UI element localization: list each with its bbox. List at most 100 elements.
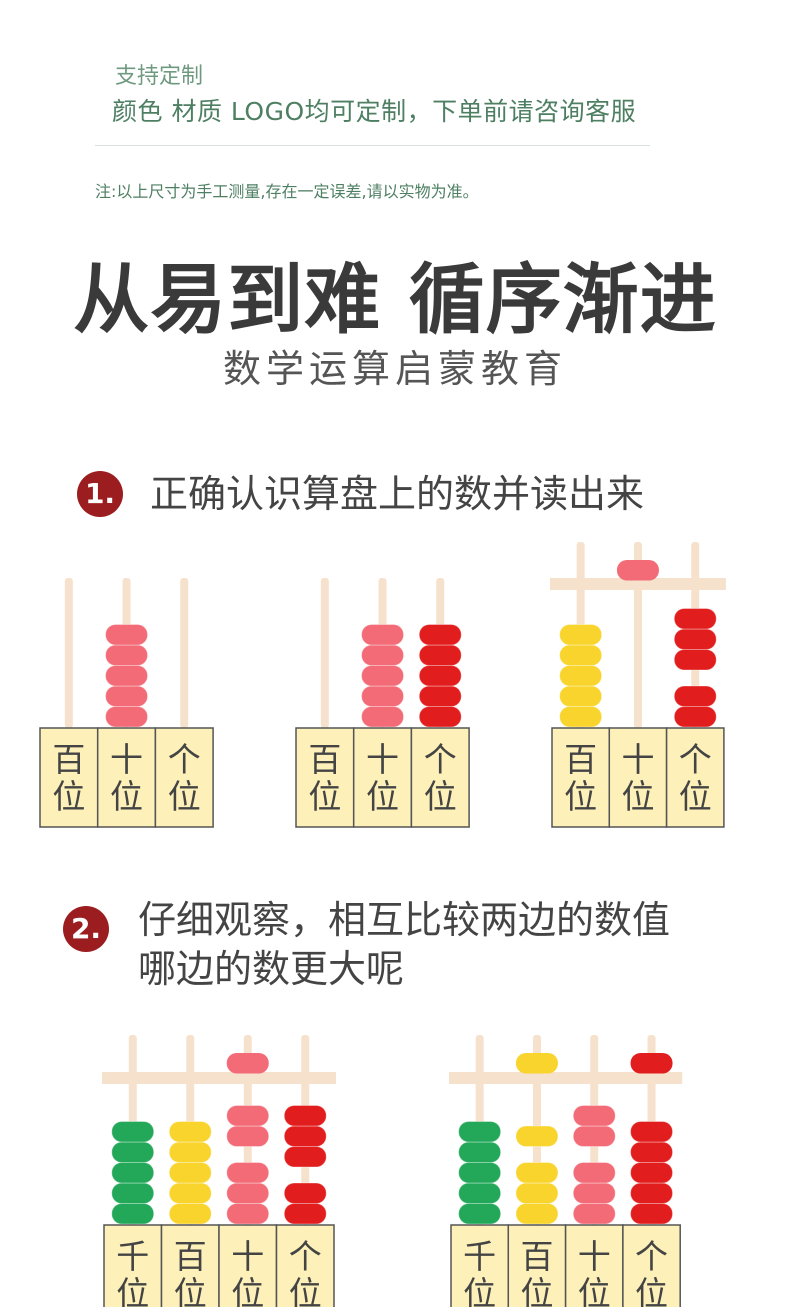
place-label-char: 十: [621, 740, 654, 779]
abacus-bead: [168, 1121, 212, 1143]
place-label-cell: [564, 1224, 624, 1307]
abacus-bead: [458, 1121, 502, 1143]
place-label-char: 十: [231, 1237, 264, 1276]
abacus-bead: [673, 628, 717, 650]
divider: [95, 145, 650, 146]
place-label-char: 千: [463, 1237, 496, 1276]
abacus-bead: [111, 1203, 155, 1225]
abacus-rod: [320, 578, 329, 728]
abacus-bead: [226, 1125, 270, 1147]
place-label-char: 百: [52, 740, 85, 779]
step-1-badge: 1.: [77, 471, 123, 517]
abacus-frame-bar: [102, 1072, 336, 1084]
abacus-bead: [515, 1182, 559, 1204]
abacus-bead: [226, 1053, 269, 1074]
abacus-bead: [283, 1182, 327, 1204]
place-label-char: 十: [578, 1237, 611, 1276]
abacus-bead: [418, 644, 462, 666]
step-2-badge: 2.: [63, 906, 109, 952]
place-label-char: 位: [564, 777, 597, 816]
abacus-bead: [226, 1162, 270, 1184]
place-label-char: 个: [679, 740, 712, 779]
customization-title: 支持定制: [115, 64, 204, 89]
place-label-cell: [551, 727, 611, 828]
place-label-char: 个: [289, 1237, 322, 1276]
place-label-char: 十: [110, 740, 143, 779]
step-1-text: 正确认识算盘上的数并读出来: [150, 472, 645, 516]
abacus-bead: [616, 560, 659, 581]
place-label-cell: [295, 727, 355, 828]
abacus-bead: [105, 685, 149, 707]
place-label-char: 百: [520, 1237, 553, 1276]
abacus-bead: [630, 1053, 673, 1074]
abacus-bead: [361, 644, 405, 666]
abacus-bead: [630, 1182, 674, 1204]
abacus-bead: [572, 1203, 616, 1225]
abacus-bead: [168, 1182, 212, 1204]
abacus-bead: [283, 1203, 327, 1225]
place-label-char: 位: [366, 777, 399, 816]
abacus-bead: [673, 608, 717, 630]
subheadline: 数学运算启蒙教育: [222, 347, 567, 391]
abacus-bead: [559, 706, 603, 728]
abacus-bead: [458, 1182, 502, 1204]
abacus-bead: [559, 665, 603, 687]
place-label-char: 百: [174, 1237, 207, 1276]
abacus-bead: [418, 665, 462, 687]
abacus-bead: [283, 1125, 327, 1147]
abacus-bead: [283, 1105, 327, 1127]
place-label-cell: [622, 1224, 681, 1307]
place-label-char: 百: [308, 740, 341, 779]
abacus-bead: [630, 1141, 674, 1163]
abacus-bead: [361, 706, 405, 728]
place-label-cell: [665, 727, 725, 828]
place-label-char: 千: [116, 1237, 149, 1276]
abacus-bead: [515, 1203, 559, 1225]
place-label-cell: [154, 727, 214, 828]
abacus-bead: [572, 1105, 616, 1127]
abacus-bead: [105, 644, 149, 666]
place-label-char: 位: [308, 777, 341, 816]
abacus-bead: [111, 1121, 155, 1143]
place-label-char: 个: [424, 740, 457, 779]
place-label-cell: [275, 1224, 335, 1307]
abacus-bead: [673, 706, 717, 728]
abacus-bead: [630, 1121, 674, 1143]
abacus-bead: [515, 1162, 559, 1184]
abacus-bead: [515, 1125, 559, 1147]
abacus-bead: [111, 1182, 155, 1204]
place-label-cell: [96, 727, 157, 828]
place-label-char: 位: [621, 777, 654, 816]
place-label-cell: [608, 727, 668, 828]
abacus-bead: [572, 1182, 616, 1204]
place-label-char: 个: [635, 1237, 668, 1276]
measurement-note: 注:以上尺寸为手工测量,存在一定误差,请以实物为准。: [95, 182, 479, 201]
abacus-rod: [180, 578, 189, 728]
abacus-bead: [105, 665, 149, 687]
abacus-bead: [418, 706, 462, 728]
abacus-bead: [673, 649, 717, 671]
place-label-char: 百: [564, 740, 597, 779]
abacus-bead: [673, 685, 717, 707]
abacus-bead: [572, 1162, 616, 1184]
abacus-rod: [633, 542, 642, 728]
place-label-cell: [410, 727, 470, 828]
place-label-cell: [160, 1224, 220, 1307]
headline: 从易到难 循序渐进: [73, 255, 717, 344]
abacus-bead: [361, 624, 405, 646]
place-label-char: 位: [463, 1274, 496, 1307]
abacus-bead: [418, 624, 462, 646]
abacus-bead: [515, 1053, 558, 1074]
abacus-bead: [226, 1182, 270, 1204]
abacus-bead: [458, 1162, 502, 1184]
abacus-bead: [630, 1162, 674, 1184]
abacus-bead: [361, 665, 405, 687]
place-label-char: 十: [366, 740, 399, 779]
abacus-bead: [458, 1203, 502, 1225]
place-label-cell: [103, 1224, 163, 1307]
place-label-cell: [352, 727, 413, 828]
place-label-char: 位: [52, 777, 85, 816]
place-label-char: 位: [231, 1274, 264, 1307]
place-label-char: 位: [289, 1274, 322, 1307]
